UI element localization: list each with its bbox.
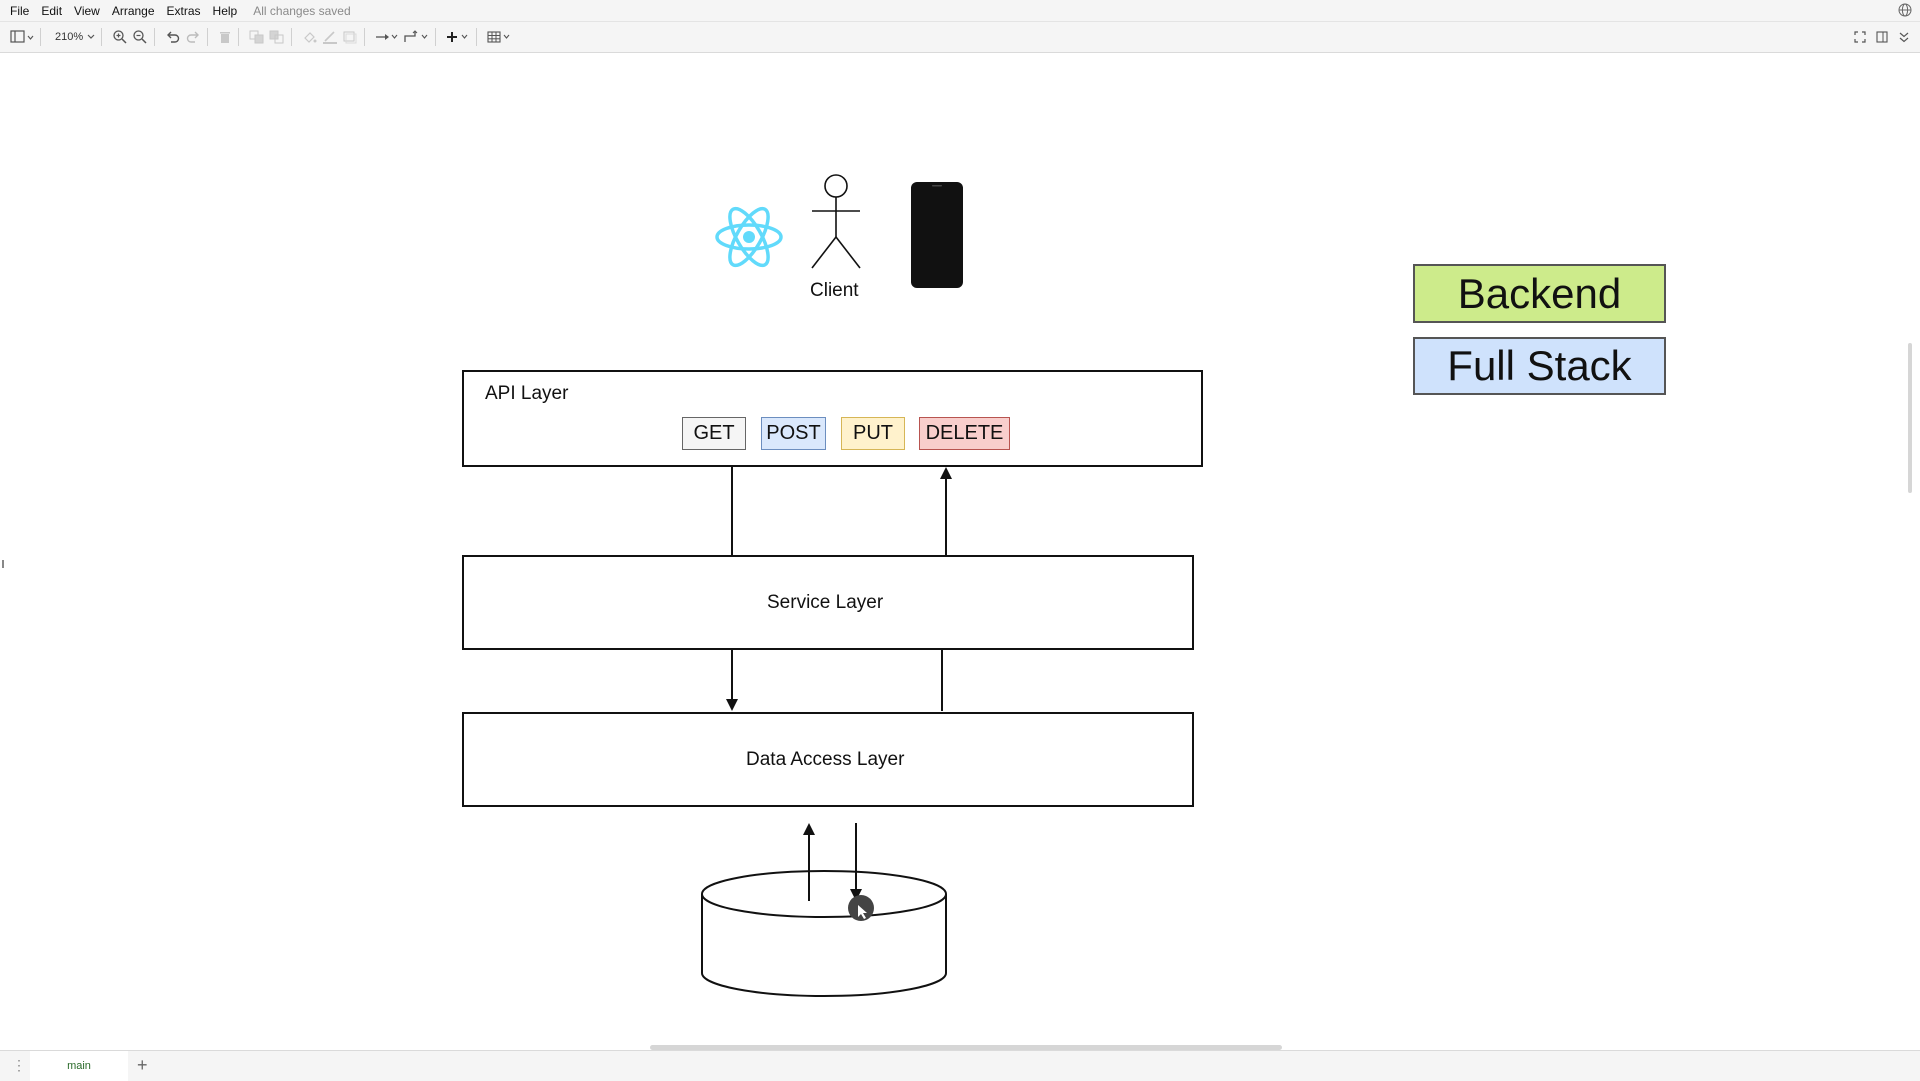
zoom-out-icon[interactable] (132, 26, 148, 48)
to-front-icon[interactable] (249, 26, 265, 48)
delete-method[interactable]: DELETE (919, 417, 1010, 450)
put-method[interactable]: PUT (841, 417, 905, 450)
data-access-layer-box[interactable] (462, 712, 1194, 807)
insert-icon[interactable] (446, 26, 470, 48)
service-layer-box[interactable] (462, 555, 1194, 650)
toolbar: 210% (0, 22, 1920, 53)
zoom-in-icon[interactable] (112, 26, 128, 48)
react-logo-icon[interactable] (714, 204, 784, 270)
client-actor-icon[interactable] (808, 173, 864, 271)
service-layer-label: Service Layer (767, 592, 884, 613)
pages-menu-icon[interactable]: ⋮ (12, 1057, 26, 1073)
waypoints-icon[interactable] (403, 26, 429, 48)
undo-icon[interactable] (165, 26, 181, 48)
fullscreen-icon[interactable] (1854, 26, 1866, 48)
format-panel-icon[interactable] (1876, 26, 1888, 48)
line-color-icon[interactable] (322, 26, 338, 48)
api-layer-box[interactable] (462, 370, 1203, 467)
menu-edit[interactable]: Edit (41, 3, 63, 18)
menu-file[interactable]: File (10, 3, 30, 18)
get-method[interactable]: GET (682, 417, 746, 450)
full-stack-badge[interactable]: Full Stack (1413, 337, 1666, 395)
menu-view[interactable]: View (74, 3, 100, 18)
post-method[interactable]: POST (761, 417, 826, 450)
data-access-layer-label: Data Access Layer (746, 749, 905, 770)
client-label: Client (810, 280, 859, 301)
to-back-icon[interactable] (269, 26, 285, 48)
fill-color-icon[interactable] (302, 26, 318, 48)
mobile-phone-icon[interactable] (910, 181, 964, 289)
connection-icon[interactable] (375, 26, 399, 48)
diagram-canvas[interactable]: Client API Layer GET POST PUT DELETE Ser… (6, 53, 1914, 1048)
globe-icon[interactable] (1898, 3, 1912, 17)
page-tabs-bar: ⋮ main + (0, 1050, 1920, 1081)
panel-toggle-icon[interactable] (10, 26, 34, 48)
table-icon[interactable] (487, 26, 513, 48)
tab-main[interactable]: main (30, 1051, 128, 1081)
zoom-level[interactable]: 210% (55, 31, 84, 43)
horizontal-scrollbar[interactable] (650, 1045, 1282, 1050)
menu-bar: File Edit View Arrange Extras Help All c… (0, 0, 1920, 22)
vertical-scrollbar[interactable] (1908, 343, 1912, 493)
connector-layer (701, 467, 952, 997)
menu-help[interactable]: Help (212, 3, 238, 18)
chevron-down-icon[interactable] (87, 26, 95, 48)
menu-extras[interactable]: Extras (166, 3, 201, 18)
menu-arrange[interactable]: Arrange (111, 3, 155, 18)
database-cylinder (701, 843, 947, 997)
redo-icon[interactable] (185, 26, 201, 48)
collapse-icon[interactable] (1898, 26, 1910, 48)
api-layer-label: API Layer (485, 383, 569, 404)
save-status: All changes saved (253, 3, 351, 18)
delete-icon[interactable] (218, 26, 232, 48)
backend-badge[interactable]: Backend (1413, 264, 1666, 323)
shadow-icon[interactable] (342, 26, 358, 48)
add-page-button[interactable]: + (137, 1055, 148, 1075)
left-panel-handle[interactable] (2, 560, 4, 568)
